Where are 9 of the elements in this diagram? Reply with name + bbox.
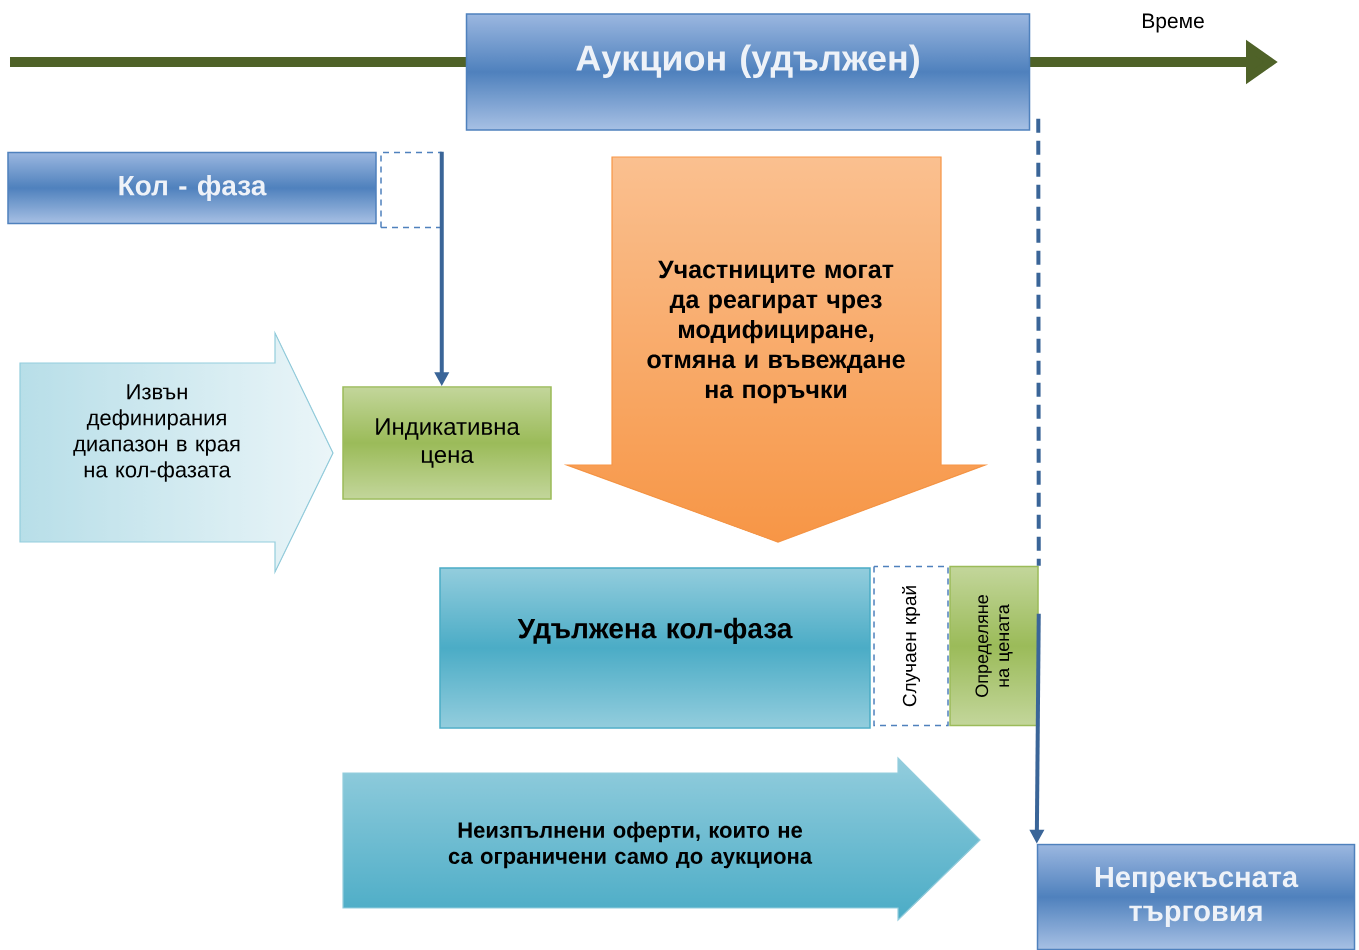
price-box: Индикативна цена (342, 386, 552, 500)
dashed-box: Случаен край (873, 565, 949, 727)
phase-box: Удължена кол-фаза (439, 567, 871, 729)
phase-box: Аукцион (удължен) (465, 13, 1031, 131)
price-box: Определяне на цената (949, 565, 1039, 727)
dashed-box (380, 151, 442, 229)
phase-box: Кол - фаза (7, 151, 377, 225)
phase-box: Непрекъсната търговия (1036, 843, 1356, 950)
axis-label: Време (1143, 13, 1204, 33)
